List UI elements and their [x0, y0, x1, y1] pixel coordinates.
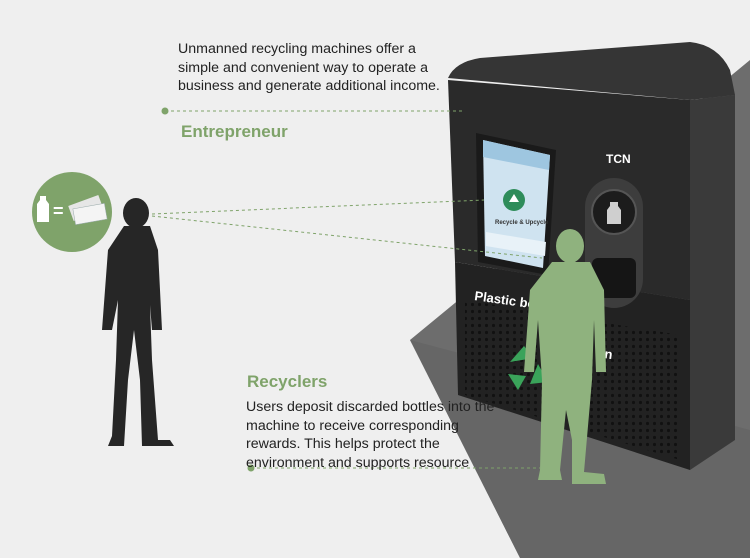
machine-side-panel — [690, 95, 735, 470]
machine-front-label-tail: n — [604, 346, 614, 362]
gaze-line-lower — [151, 215, 543, 259]
screen-caption: Recycle & Upcycle — [495, 220, 549, 226]
entrepreneur-silhouette — [102, 198, 174, 446]
recyclers-leader-dot — [247, 464, 255, 472]
bottle-glyph — [37, 196, 49, 222]
recyclers-heading: Recyclers — [247, 372, 328, 391]
bottle-slot-bottle-glyph — [607, 202, 621, 224]
entrepreneur-description: Unmanned recycling machines offer a simp… — [178, 41, 440, 95]
recyclers-description: Users deposit discarded bottles into the… — [246, 399, 495, 471]
entrepreneur-leader-dot — [161, 107, 169, 115]
equals-glyph: = — [53, 201, 64, 221]
machine-brand-logo: TCN — [606, 152, 631, 166]
screen-bottles-strip — [486, 232, 546, 256]
entrepreneur-heading: Entrepreneur — [181, 122, 288, 141]
money-glyph — [68, 195, 108, 225]
screen-header — [483, 140, 550, 170]
gaze-line-upper — [151, 199, 485, 215]
screen-recycle-icon — [503, 189, 525, 211]
recycler-silhouette — [524, 229, 606, 484]
machine-top — [448, 42, 735, 100]
